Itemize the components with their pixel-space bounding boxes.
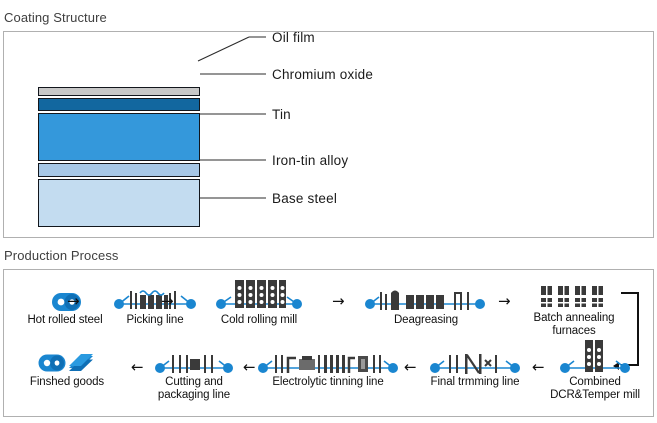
layer-tin xyxy=(38,113,200,161)
process-step-degreasing[interactable]: Deagreasing xyxy=(356,280,496,327)
process-step-label: Picking line xyxy=(126,314,184,326)
process-step-label: Cold rolling mill xyxy=(220,314,298,326)
process-connector-arrowhead xyxy=(613,362,619,370)
process-step-hot-rolled-steel[interactable]: Hot rolled steel xyxy=(10,280,120,327)
process-step-final-trimming[interactable]: Final trmming line xyxy=(412,350,538,389)
process-step-electrolytic-tinning[interactable]: Electrolytic tinning line xyxy=(252,350,404,389)
process-step-cold-rolling-mill[interactable]: Cold rolling mill xyxy=(194,274,324,327)
layer-oil-film xyxy=(38,87,200,96)
layer-iron-tin-alloy xyxy=(38,163,200,177)
callout-tin: Tin xyxy=(272,107,291,122)
coating-structure-title: Coating Structure xyxy=(4,10,107,25)
arrow-left-3: ← xyxy=(404,358,417,376)
arrow-right-1: → xyxy=(67,292,80,310)
process-step-label: Deagreasing xyxy=(393,314,459,326)
callout-base-steel: Base steel xyxy=(272,191,338,206)
process-connector-bracket xyxy=(621,292,639,366)
electrolytic-tinning-icon xyxy=(252,350,404,376)
arrow-right-2: → xyxy=(161,292,174,310)
arrow-left-4: ← xyxy=(532,358,545,376)
layer-chromium-oxide xyxy=(38,98,200,111)
layer-base-steel xyxy=(38,179,200,227)
process-step-picking-line[interactable]: Picking line xyxy=(100,280,210,327)
callout-chromium-oxide: Chromium oxide xyxy=(272,67,374,82)
temper-mill-icon xyxy=(540,332,650,376)
process-step-label: Cutting and packaging line xyxy=(157,376,231,401)
leader-lines xyxy=(197,36,266,199)
coating-structure-panel: Oil film Chromium oxide Tin Iron-tin all… xyxy=(3,30,654,238)
callout-oil-film: Oil film xyxy=(272,30,315,45)
production-process-title: Production Process xyxy=(4,248,119,263)
pickling-line-icon xyxy=(100,280,210,314)
arrow-right-4: → xyxy=(498,292,511,310)
process-step-cutting-packaging[interactable]: Cutting and packaging line xyxy=(144,350,244,401)
arrow-left-1: ← xyxy=(131,358,144,376)
finished-goods-icon xyxy=(12,350,122,376)
arrow-left-2: ← xyxy=(243,358,256,376)
cold-rolling-mill-icon xyxy=(194,274,324,314)
steel-coil-icon xyxy=(10,280,120,314)
process-step-label: Finshed goods xyxy=(29,376,105,388)
degreasing-line-icon xyxy=(356,280,496,314)
final-trimming-icon xyxy=(412,350,538,376)
process-step-label: Combined DCR&Temper mill xyxy=(550,376,640,401)
arrow-right-3: → xyxy=(332,292,345,310)
process-step-finished-goods[interactable]: Finshed goods xyxy=(12,350,122,389)
callout-iron-tin-alloy: Iron-tin alloy xyxy=(272,153,349,168)
process-step-label: Hot rolled steel xyxy=(27,314,103,326)
coating-layer-stack xyxy=(38,87,200,227)
process-step-label: Batch annealing furnaces xyxy=(533,312,615,337)
process-step-label: Electrolytic tinning line xyxy=(272,376,384,388)
annealing-furnace-icon xyxy=(520,278,628,312)
process-step-temper-mill[interactable]: Combined DCR&Temper mill xyxy=(540,332,650,401)
process-step-batch-annealing[interactable]: Batch annealing furnaces xyxy=(520,278,628,337)
cutting-packaging-icon xyxy=(144,350,244,376)
process-step-label: Final trmming line xyxy=(430,376,520,388)
production-process-panel: Hot rolled steel → xyxy=(3,269,654,417)
